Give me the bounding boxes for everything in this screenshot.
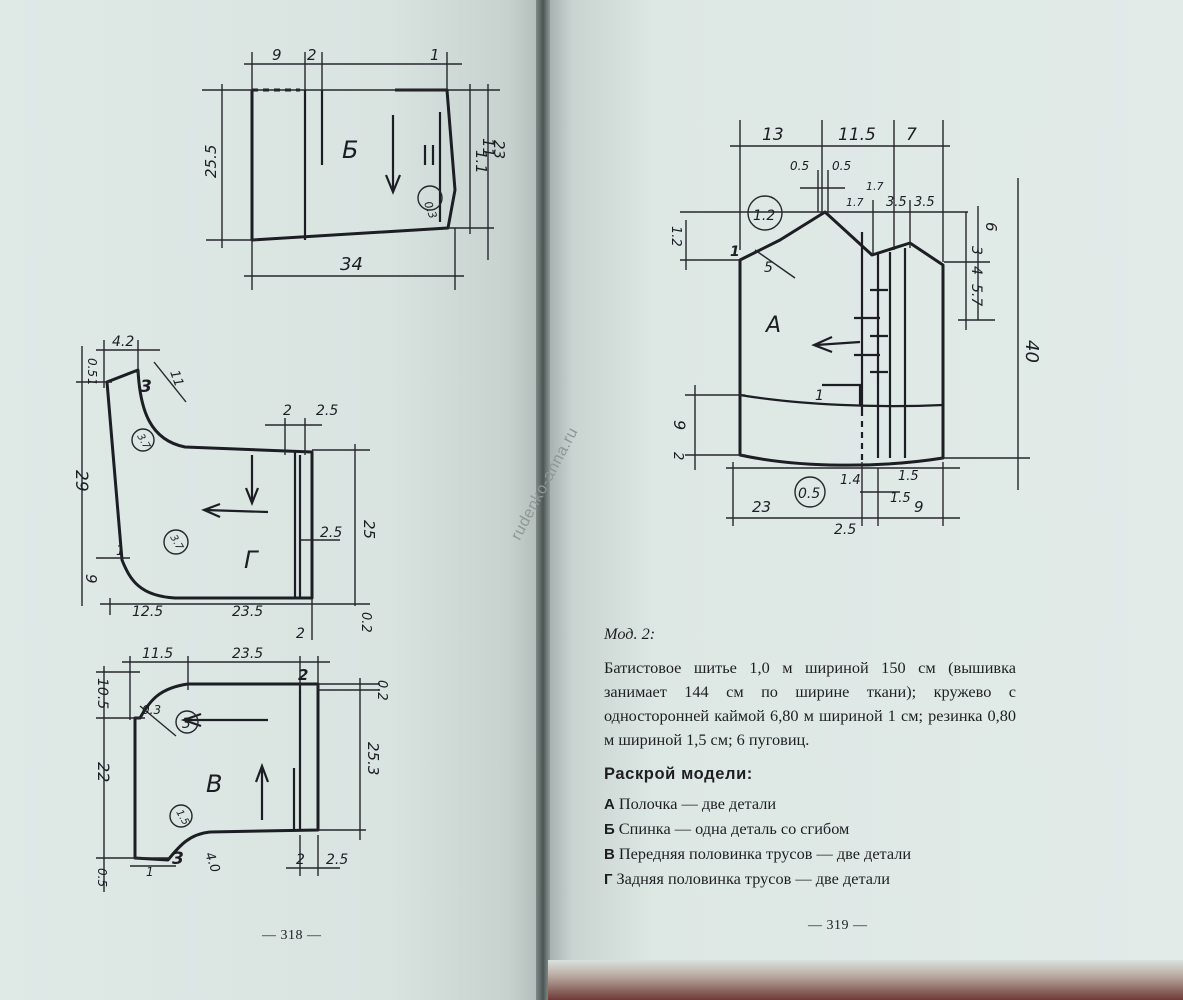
dim-label: 1 — [116, 544, 124, 559]
dim-label: 9 — [272, 46, 282, 64]
piece-label-b: Б — [342, 136, 358, 164]
dim-label: 34 — [340, 254, 363, 275]
dim-label: 0.2 — [358, 612, 373, 633]
dim-label: 2 — [307, 46, 317, 64]
dim-label: 2 — [283, 403, 292, 419]
piece-letter: А — [604, 796, 615, 813]
dim-label: 0.5 — [790, 159, 809, 173]
page-edge-shadow — [548, 960, 1183, 1000]
piece-letter: Б — [604, 821, 615, 838]
dim-label: 2 — [296, 852, 305, 868]
dim-label: 23.5 — [232, 646, 263, 662]
page-number-left: — 318 — — [262, 928, 322, 943]
dim-label: 3 — [172, 849, 184, 869]
dim-label: 1.5 — [890, 491, 911, 506]
dim-label: 12.5 — [132, 604, 163, 620]
book-gutter — [536, 0, 550, 1000]
dim-label: 0.5 — [95, 868, 109, 887]
model-description: Мод. 2: Батистовое шитье 1,0 м шириной 1… — [604, 622, 1016, 892]
dim-label: 1 — [146, 865, 154, 879]
left-page — [0, 0, 552, 1000]
dim-label: 13 — [762, 125, 784, 145]
dim-label: 2 — [298, 666, 308, 684]
dim-label: 3 — [140, 377, 152, 397]
dim-label: 4.0 — [201, 850, 222, 875]
dim-label: 9 — [670, 420, 689, 430]
piece-label-g: Г — [244, 546, 259, 574]
piece-description: Передняя половинка трусов — две детали — [618, 844, 912, 863]
allowance-circle-label: 1.2 — [753, 208, 775, 224]
dim-label: 2.5 — [316, 403, 338, 419]
model-label: Мод. 2: — [604, 624, 656, 643]
dim-label: 0.2 — [374, 680, 389, 701]
dim-label: 22 — [94, 762, 113, 782]
dim-label: 6 — [982, 222, 1000, 232]
dim-label: 25 — [360, 520, 378, 539]
dim-label: 1 — [730, 244, 740, 260]
dim-label: 1.1 — [472, 150, 490, 174]
dim-label: 25.3 — [364, 742, 382, 775]
piece-description: Спинка — одна деталь со сгибом — [618, 819, 850, 838]
piece-label-v: В — [206, 770, 222, 798]
dim-label: 9 — [914, 498, 924, 516]
dim-label: 1 — [815, 388, 824, 404]
dim-label: 3 — [968, 246, 984, 255]
dim-label: 1.5 — [898, 469, 919, 484]
dim-label: 2.5 — [326, 852, 348, 868]
dim-label: 2 — [670, 452, 685, 460]
dim-label: 11 — [166, 368, 186, 389]
dim-label: 0.5 — [832, 159, 851, 173]
dim-label: 3.5 — [886, 195, 907, 210]
dim-label: 25.5 — [202, 145, 220, 178]
dim-label: 9 — [82, 574, 100, 584]
dim-label: 3.5 — [914, 195, 935, 210]
dim-label: 23 — [752, 498, 771, 516]
section-title: Раскрой модели: — [604, 765, 753, 783]
dim-label: 11.5 — [142, 646, 173, 662]
dim-label: 1.7 — [866, 180, 884, 193]
dim-label: 4 — [968, 266, 984, 275]
piece-description: Полочка — две детали — [618, 794, 777, 813]
dim-label: 29 — [71, 470, 91, 492]
dim-label: 23 — [490, 140, 508, 159]
dim-label: 4.2 — [112, 334, 134, 350]
dim-label: 0.5 — [85, 358, 99, 377]
allowance-circle-label: 0.3 — [421, 200, 439, 221]
dim-label: 2 — [296, 626, 305, 642]
dim-label: 1 — [85, 378, 99, 386]
allowance-circle-label: 3 — [182, 716, 191, 732]
dim-label: 40 — [1021, 340, 1042, 363]
dim-label: 5.7 — [968, 284, 984, 306]
dim-label: 11.5 — [838, 125, 876, 145]
dim-label: 5 — [764, 260, 773, 276]
piece-letter: В — [604, 846, 615, 863]
dim-label: 1.2 — [668, 226, 683, 247]
piece-description: Задняя половинка трусов — две детали — [616, 869, 890, 888]
dim-label: 1.7 — [846, 196, 864, 209]
page-number-right: — 319 — — [808, 918, 868, 933]
dim-label: 2.5 — [834, 522, 856, 538]
dim-label: 0.3 — [142, 703, 161, 717]
dim-label: 23.5 — [232, 604, 263, 620]
allowance-circle-label: 0.5 — [798, 486, 820, 502]
dim-label: 7 — [906, 125, 917, 145]
dim-label: 2.5 — [320, 525, 342, 541]
dim-label: 11 — [479, 138, 497, 157]
piece-label-a: А — [764, 313, 781, 338]
materials-paragraph: Батистовое шитье 1,0 м шириной 150 см (в… — [604, 658, 1016, 749]
dim-label: 1.4 — [840, 473, 861, 488]
piece-letter: Г — [604, 871, 613, 888]
dim-label: 10.5 — [94, 678, 110, 709]
dim-label: 1 — [430, 46, 440, 64]
